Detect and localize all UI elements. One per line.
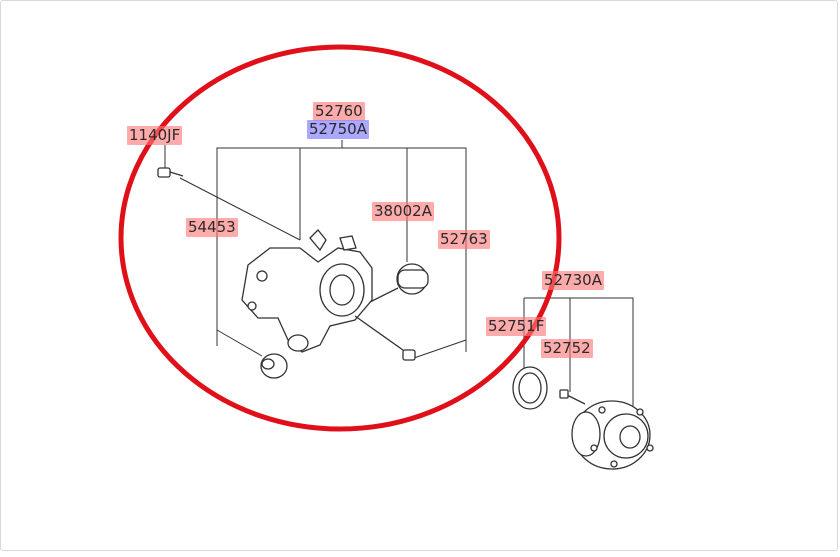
part-label-52760[interactable]: 52760 <box>313 102 365 121</box>
part-label-52763[interactable]: 52763 <box>438 230 490 249</box>
part-label-52730A[interactable]: 52730A <box>542 271 604 290</box>
part-label-38002A[interactable]: 38002A <box>372 202 434 221</box>
part-label-54453[interactable]: 54453 <box>186 218 238 237</box>
hardware-drawing <box>157 167 429 379</box>
knuckle-drawing <box>241 229 373 353</box>
part-label-1140JF[interactable]: 1140JF <box>127 126 183 145</box>
part-label-52752[interactable]: 52752 <box>541 339 593 358</box>
annotation-circle <box>118 44 562 432</box>
part-label-52751F[interactable]: 52751F <box>486 317 547 336</box>
hub-drawing <box>512 366 654 470</box>
part-label-52750A[interactable]: 52750A <box>307 120 369 139</box>
